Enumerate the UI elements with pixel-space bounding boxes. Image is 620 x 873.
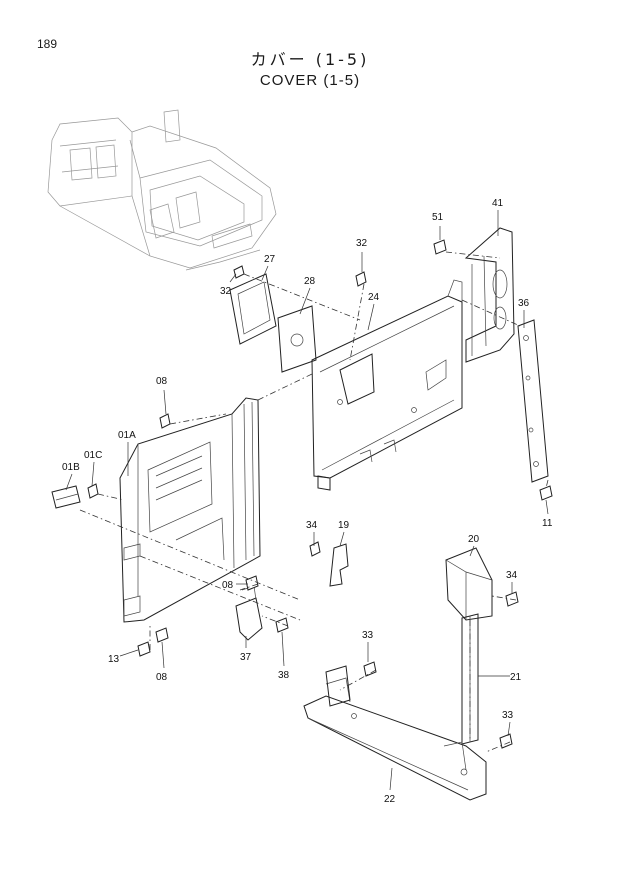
- part-20-bracket: [445, 547, 493, 621]
- part-19-bracket: [329, 543, 349, 587]
- bolt-32-a: [233, 265, 245, 279]
- callout-51: 51: [432, 212, 444, 223]
- part-41-bracket: [464, 227, 515, 363]
- part-01B-clip: [51, 485, 81, 509]
- bolt-01C: [87, 483, 99, 499]
- callout-32-a: 32: [220, 286, 232, 297]
- assembly-lines: [79, 251, 549, 753]
- callout-33-a: 33: [362, 630, 374, 641]
- page-number: 189: [37, 37, 58, 51]
- bolt-08-a: [159, 413, 171, 429]
- bolt-08-b: [245, 575, 259, 591]
- callout-21: 21: [510, 672, 522, 683]
- excavator-reference-sketch: [47, 109, 277, 271]
- part-36-strip: [517, 319, 549, 483]
- callout-36: 36: [518, 298, 530, 309]
- callout-08-c: 08: [156, 672, 168, 683]
- callout-01C: 01C: [84, 450, 102, 461]
- bolt-32-b: [355, 271, 367, 287]
- callout-labels: 51 41 32 27 32 28 24 36 08 01A 01C 01B 1…: [62, 198, 553, 805]
- callout-41: 41: [492, 198, 504, 209]
- bolt-11: [539, 485, 553, 501]
- callout-28: 28: [304, 276, 316, 287]
- callout-32-b: 32: [356, 238, 368, 249]
- callout-37: 37: [240, 652, 252, 663]
- callout-33-b: 33: [502, 710, 514, 721]
- callout-22: 22: [384, 794, 396, 805]
- callout-34-b: 34: [506, 570, 518, 581]
- part-27-gasket: [229, 273, 277, 345]
- part-01A-panel: [119, 397, 261, 623]
- bolt-33-b: [499, 733, 513, 749]
- bolt-08-c: [155, 627, 169, 643]
- bolts: [87, 239, 553, 749]
- callout-38: 38: [278, 670, 290, 681]
- callout-leaders: [65, 210, 549, 791]
- callout-20: 20: [468, 534, 480, 545]
- callout-24: 24: [368, 292, 380, 303]
- callout-01B: 01B: [62, 462, 80, 473]
- callout-11: 11: [542, 518, 553, 529]
- callout-01A: 01A: [118, 430, 136, 441]
- callout-27: 27: [264, 254, 276, 265]
- page-title-english: COVER (1-5): [259, 72, 361, 89]
- callout-34-a: 34: [306, 520, 318, 531]
- bolt-51: [433, 239, 447, 255]
- part-28-cover: [277, 305, 317, 373]
- part-24-panel: [311, 279, 463, 491]
- bolt-38: [275, 617, 289, 633]
- part-37-bracket: [235, 585, 263, 641]
- bolt-13: [137, 641, 151, 657]
- callout-19: 19: [338, 520, 350, 531]
- bolt-33-a: [363, 661, 377, 677]
- part-22-frame: [303, 665, 487, 801]
- callout-08-a: 08: [156, 376, 168, 387]
- callout-08-b: 08: [222, 580, 234, 591]
- bolt-34-a: [309, 541, 321, 557]
- callout-13: 13: [108, 654, 120, 665]
- page-title-japanese: カバー (1-5): [250, 50, 370, 69]
